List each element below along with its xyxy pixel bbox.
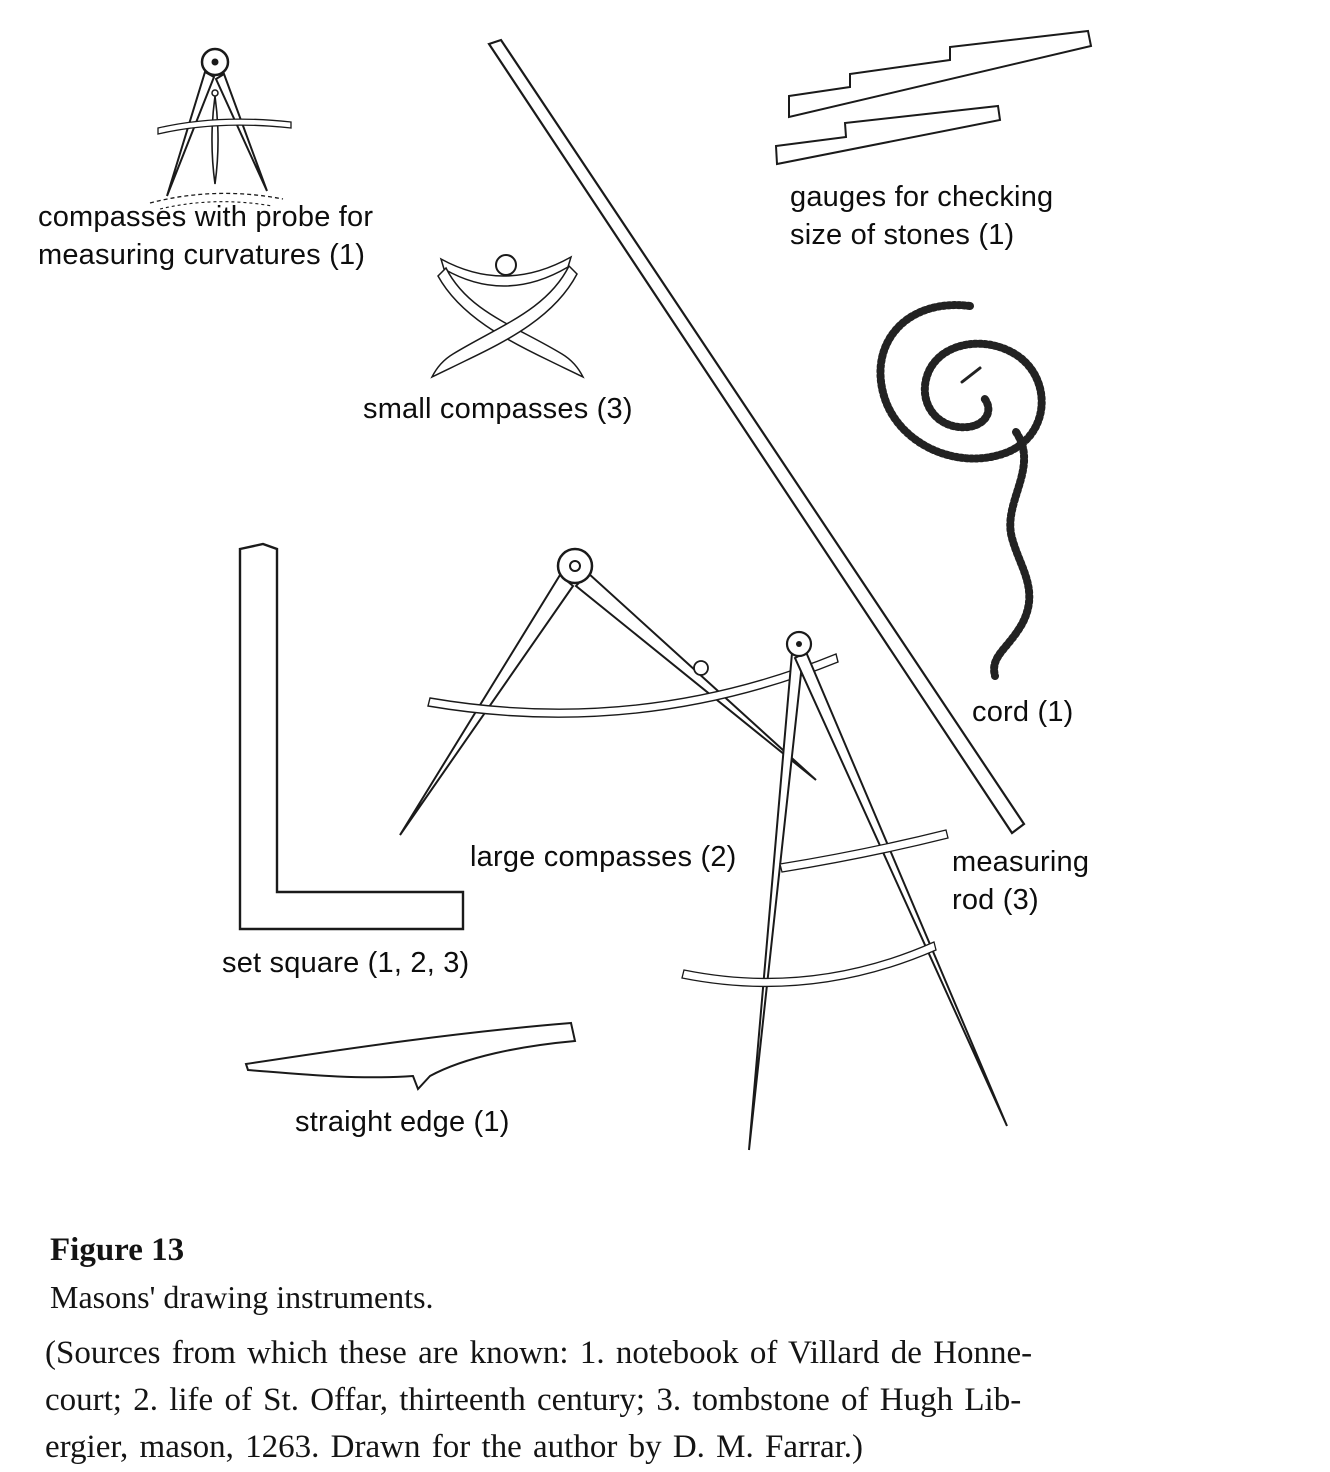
cord-drawing [876, 301, 1046, 680]
crossbar [157, 118, 292, 135]
lower-arc [681, 941, 937, 988]
compass-left-leg [166, 70, 216, 197]
dividers-drawing [681, 630, 1008, 1151]
label-small-compasses: small compasses (3) [363, 393, 633, 425]
label-compasses-with-probe: compasses with probe for measuring curva… [38, 201, 374, 272]
compass-right-leg [214, 72, 268, 192]
left-arm [437, 266, 585, 379]
label-straight-edge: straight edge (1) [295, 1106, 510, 1138]
compasses-with-probe-drawing [149, 47, 292, 210]
probe [211, 95, 219, 185]
upper-arc [779, 829, 949, 873]
gauge-upper [788, 29, 1093, 119]
figure-title: Masons' drawing instruments. [50, 1279, 434, 1315]
sources-line-1: (Sources from which these are known: 1. … [45, 1335, 1033, 1371]
small-compasses-drawing [430, 254, 585, 379]
label-measuring-rod: measuring rod (3) [952, 846, 1090, 917]
gauge-lower [774, 104, 1002, 166]
ground-hatch [149, 192, 284, 204]
rivet-circle [693, 660, 709, 676]
figure-caption: Figure 13 Masons' drawing instruments. (… [45, 1232, 1295, 1471]
cord-tail [990, 428, 1034, 680]
straight-edge-drawing [244, 1021, 577, 1091]
measuring-rod-drawing [487, 38, 1026, 835]
sources-line-2: court; 2. life of St. Offar, thirteenth … [45, 1382, 1022, 1418]
label-set-square: set square (1, 2, 3) [222, 947, 470, 979]
figure-sources: (Sources from which these are known: 1. … [45, 1330, 1295, 1471]
right-arm [430, 264, 578, 379]
sources-line-3: ergier, mason, 1263. Drawn for the autho… [45, 1429, 864, 1465]
cord-end [960, 366, 982, 384]
large-compasses-drawing [399, 547, 839, 836]
figure-number: Figure 13 [50, 1232, 185, 1268]
gauges-drawing [774, 29, 1093, 166]
label-large-compasses: large compasses (2) [470, 841, 737, 873]
set-square-drawing [238, 542, 465, 931]
quadrant-arc [427, 653, 839, 718]
label-cord: cord (1) [972, 696, 1074, 728]
cord-coil [876, 301, 1046, 463]
label-gauges: gauges for checking size of stones (1) [790, 181, 1054, 252]
pivot-circle [495, 254, 517, 276]
